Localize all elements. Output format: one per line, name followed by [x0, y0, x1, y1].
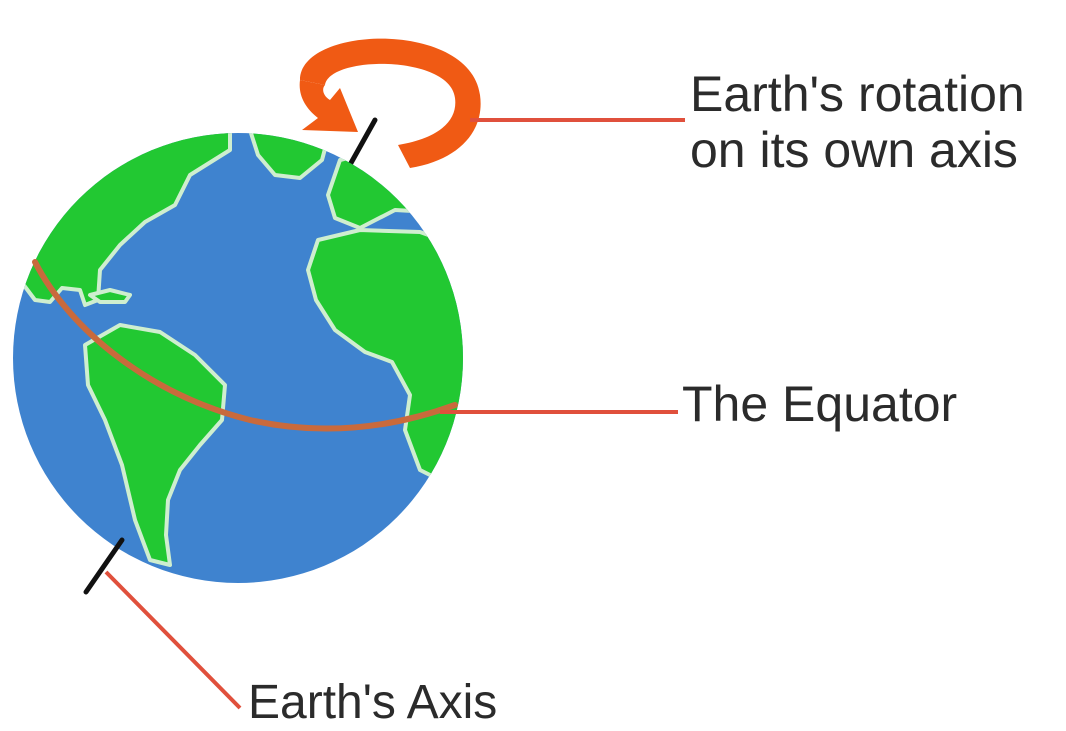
rotation-label-line1: Earth's rotation — [690, 66, 1025, 122]
axis-label: Earth's Axis — [248, 676, 497, 730]
rotation-label-line2: on its own axis — [690, 122, 1025, 178]
axis-leader-line — [106, 572, 240, 708]
curved-rotation-arrow-icon — [300, 39, 481, 168]
caribbean-islands — [90, 290, 130, 302]
rotation-label: Earth's rotation on its own axis — [690, 66, 1025, 178]
equator-label: The Equator — [682, 376, 957, 432]
earth-globe-icon — [13, 130, 470, 583]
